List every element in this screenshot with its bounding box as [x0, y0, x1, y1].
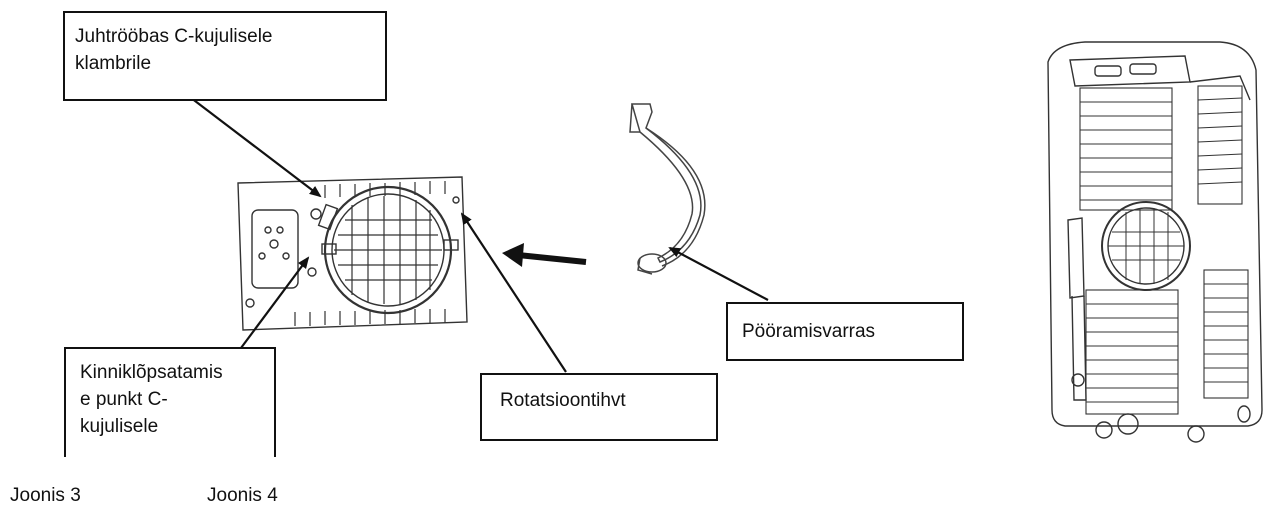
label-rotation-pin: Rotatsioontihvt	[480, 373, 718, 441]
label-guide-rail: Juhtrööbas C-kujulisele klambrile	[63, 11, 387, 101]
arrow-guide-rail	[177, 87, 322, 198]
arrow-rotation-arm	[668, 247, 769, 301]
insert-direction-arrow	[502, 243, 587, 267]
label-snap-point-text: Kinniklõpsatamis e punkt C- kujulisele	[80, 362, 223, 437]
leader-lines	[177, 87, 769, 373]
label-rotation-pin-text: Rotatsioontihvt	[500, 390, 626, 411]
label-guide-rail-text: Juhtrööbas C-kujulisele klambrile	[75, 26, 273, 74]
label-snap-point: Kinniklõpsatamis e punkt C- kujulisele	[64, 347, 276, 457]
label-rotation-arm: Pööramisvarras	[726, 302, 964, 361]
arrow-rotation-pin	[460, 212, 567, 373]
caption-figure-4: Joonis 4	[207, 485, 278, 506]
arrow-snap-point	[237, 256, 310, 353]
c-clamp-drawing	[629, 103, 706, 275]
portable-ac-drawing	[1047, 41, 1263, 443]
label-rotation-arm-text: Pööramisvarras	[742, 321, 876, 342]
caption-figure-3: Joonis 3	[10, 485, 81, 506]
window-panel-drawing	[237, 176, 468, 331]
